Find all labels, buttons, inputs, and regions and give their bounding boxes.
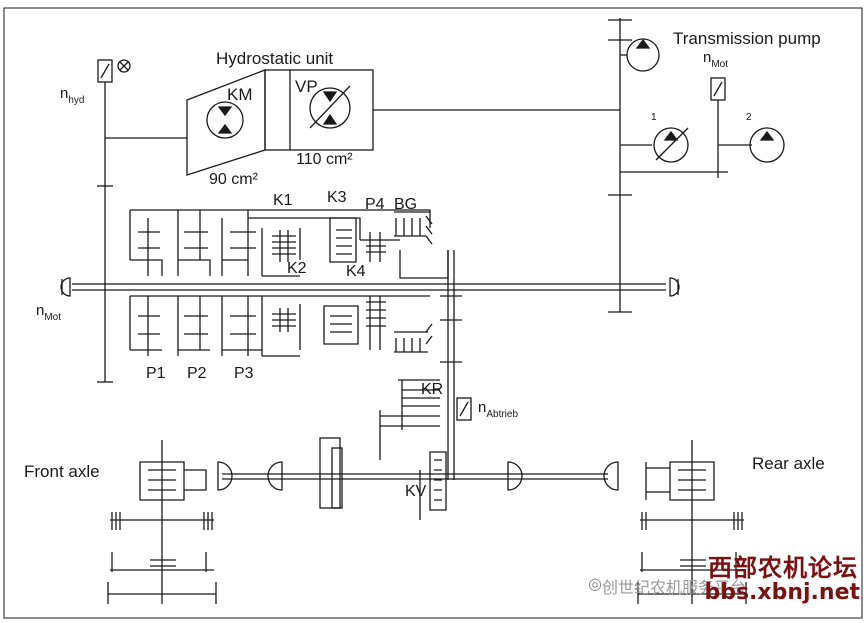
hydropump-vp-housing bbox=[264, 69, 374, 151]
gear-kr bbox=[379, 379, 440, 460]
vp-variable-arrow bbox=[309, 85, 351, 129]
clutch-kv bbox=[429, 451, 447, 511]
n-abtrieb-sensor bbox=[456, 397, 472, 421]
upper-planetary-frame bbox=[129, 209, 431, 276]
label-vp: VP bbox=[295, 77, 318, 96]
label-km-displacement: 90 cm² bbox=[209, 171, 259, 188]
label-n-abtrieb: nAbtrieb bbox=[478, 399, 518, 420]
wechat-icon: ◎ bbox=[588, 576, 602, 593]
km-symbol bbox=[206, 101, 244, 139]
engine-coupling-left bbox=[60, 277, 71, 297]
label-kv: KV bbox=[405, 483, 427, 500]
watermark-url: bbs.xbnj.net bbox=[704, 580, 860, 605]
label-hydrostatic-unit: Hydrostatic unit bbox=[216, 49, 333, 68]
transfer-gear bbox=[319, 437, 341, 509]
vp-arrow-top bbox=[322, 91, 338, 103]
clutch-k3-k4 bbox=[329, 217, 357, 263]
label-k4: K4 bbox=[346, 263, 366, 280]
label-k1: K1 bbox=[273, 192, 293, 209]
label-bg: BG bbox=[394, 196, 417, 213]
frame-border bbox=[3, 7, 863, 619]
rear-coupling-right bbox=[603, 461, 619, 491]
vp-symbol bbox=[309, 87, 351, 129]
label-p4: P4 bbox=[365, 196, 385, 213]
watermark-forum-name: 西部农机论坛 bbox=[708, 554, 858, 582]
label-n-hyd: nhyd bbox=[60, 85, 84, 106]
watermark-subtext: 创世纪农机服务平台 bbox=[602, 578, 747, 597]
label-rear-axle: Rear axle bbox=[752, 454, 825, 473]
vp-arrow-bottom bbox=[322, 113, 338, 125]
brake-bg bbox=[394, 211, 430, 237]
hydromotor-km-housing bbox=[186, 69, 266, 176]
label-n-mot-left: nMot bbox=[36, 302, 61, 323]
label-k2: K2 bbox=[287, 260, 307, 277]
label-p3: P3 bbox=[234, 365, 254, 382]
label-pump-2: 2 bbox=[746, 112, 752, 123]
km-arrow-bottom bbox=[217, 123, 233, 134]
pump-1-symbol bbox=[653, 127, 689, 163]
pump-2-symbol bbox=[749, 127, 785, 163]
label-vp-displacement: 110 cm² bbox=[296, 151, 353, 168]
label-n-mot-top: nMot bbox=[703, 49, 728, 70]
lower-brake bbox=[394, 331, 428, 353]
n-hyd-sensor-mark bbox=[100, 63, 110, 79]
clutch-k1-k2 bbox=[272, 230, 296, 262]
km-arrow-top bbox=[217, 106, 233, 117]
label-km: KM bbox=[227, 85, 253, 104]
label-pump-1: 1 bbox=[651, 112, 657, 123]
label-transmission-pump: Transmission pump bbox=[673, 29, 821, 48]
label-front-axle: Front axle bbox=[24, 462, 100, 481]
label-p1: P1 bbox=[146, 365, 166, 382]
label-p2: P2 bbox=[187, 365, 207, 382]
lower-planetary-frame bbox=[129, 296, 249, 356]
label-k3: K3 bbox=[327, 189, 347, 206]
label-kr: KR bbox=[421, 381, 443, 398]
engine-coupling-right bbox=[669, 277, 680, 297]
front-coupling-left bbox=[217, 461, 233, 491]
n-hyd-indicator-icon bbox=[117, 59, 131, 73]
